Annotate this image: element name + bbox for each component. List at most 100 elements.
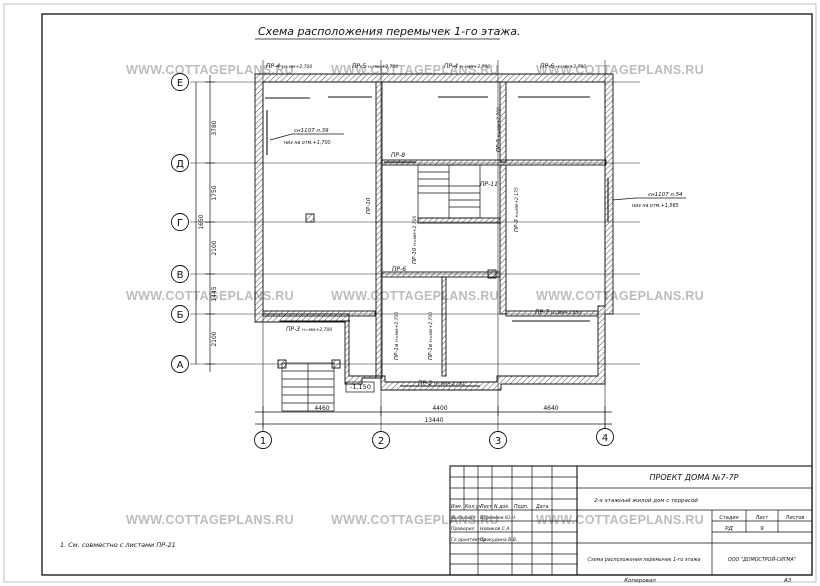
watermark: WWW.COTTAGEPLANS.RU	[536, 63, 704, 77]
left-dimension-chain: 3780 1750 1650 2100 1445 2100	[195, 75, 218, 372]
axis-bubble-B: Б	[171, 305, 189, 323]
axis-bubble-D: Д	[171, 154, 189, 172]
wall	[505, 310, 599, 317]
wall	[417, 217, 501, 224]
lintel-label: ПР-3 н=мм+2,700	[286, 326, 332, 333]
dim-label: 1445	[211, 286, 218, 301]
stamp-header-cell: N док.	[494, 504, 510, 510]
outer-frame	[3, 3, 817, 583]
inner-frame	[41, 13, 813, 576]
lintel-label: ПР-8	[391, 152, 405, 159]
stamp-role: Проверил	[451, 526, 475, 532]
stamp-project: ПРОЕКТ ДОМА №7-7Р	[650, 473, 739, 482]
wall	[381, 159, 607, 166]
porch-steps: -1,150	[277, 359, 375, 412]
svg-text:Е: Е	[177, 78, 183, 89]
bottom-dimension-chain: 4460 4400 4640 13440	[255, 405, 612, 428]
dim-label: 2100	[211, 240, 218, 255]
fixture	[487, 269, 497, 279]
axis-bubble-3: 3	[489, 431, 507, 449]
stamp-name: Прокудина В.В.	[480, 537, 517, 543]
lintel-label: ПР-6	[392, 266, 406, 273]
svg-text:2: 2	[378, 436, 384, 447]
lintel-labels: ПР-4 н=мм+2,700 ПР-5 н=мм+2,700 ПР-4 н=м…	[266, 63, 586, 387]
stamp-company: ООО "ДОМОСТРОЙ-СИГМА"	[728, 556, 796, 563]
dim-label: 4400	[432, 405, 447, 412]
lintel-label: ПР-1а н=мм+2,700	[394, 312, 400, 360]
lintel-label: ПР-2 н=мм+2,700	[418, 380, 464, 387]
stamp-header-cell: Подп.	[514, 504, 529, 510]
wall	[381, 271, 501, 278]
level-mark: -1,150	[350, 383, 371, 391]
axis-bubble-G: Г	[171, 213, 189, 231]
dim-label: 1750	[211, 185, 218, 200]
axis-bubble-2: 2	[372, 431, 390, 449]
watermark: WWW.COTTAGEPLANS.RU	[536, 289, 704, 303]
fixture	[305, 213, 315, 223]
watermark: WWW.COTTAGEPLANS.RU	[331, 513, 499, 527]
watermark: WWW.COTTAGEPLANS.RU	[331, 289, 499, 303]
axis-bubble-1: 1	[254, 431, 272, 449]
staircase	[417, 164, 481, 219]
format-label: А3	[783, 578, 792, 584]
watermark: WWW.COTTAGEPLANS.RU	[331, 63, 499, 77]
title-block: ПРОЕКТ ДОМА №7-7Р 2-х этажный жилой дом …	[449, 465, 813, 576]
svg-text:1: 1	[260, 436, 266, 447]
axis-bubble-A: А	[171, 355, 189, 373]
lintel-label: ПР-6 н=мм+2,700	[540, 63, 586, 70]
lintel-label: ПР-9 н=мм+2,700	[496, 107, 502, 152]
lintel-label: ПР-4 н=мм+2,700	[266, 63, 312, 70]
svg-text:3: 3	[495, 436, 501, 447]
stamp-sheet-header: Лист	[755, 515, 770, 521]
stamp-name: Веремеев Ю.Н.	[480, 515, 516, 521]
stamp-header-cell: Изм.	[451, 504, 462, 510]
stamp-sheet-value: 9	[760, 526, 764, 532]
stamp-role: Выполнил	[451, 515, 476, 521]
lintel-label: ПР-5 н=мм+2,700	[352, 63, 398, 70]
svg-text:В: В	[177, 270, 184, 281]
dim-label: 4640	[543, 405, 558, 412]
svg-text:низ на отм.+1,565: низ на отм.+1,565	[632, 203, 679, 209]
axis-bubble-4: 4	[596, 428, 614, 446]
stamp-name: Новиков С.А.	[480, 526, 511, 532]
dim-label: 3780	[211, 120, 218, 135]
dim-label: 4460	[314, 405, 329, 412]
axis-bubble-V: В	[171, 265, 189, 283]
stamp-sheets-header: Листов	[785, 515, 805, 521]
stamp-role: Гл.архитектор	[451, 537, 486, 543]
watermark: WWW.COTTAGEPLANS.RU	[126, 513, 294, 527]
svg-text:сн1107 л.54: сн1107 л.54	[648, 192, 683, 198]
lintel-label: ПР-4 н=мм+2,700	[444, 63, 490, 70]
stamp-header-cell: Кол.уч	[465, 504, 482, 510]
svg-text:сн1107 л.39: сн1107 л.39	[294, 128, 329, 134]
wall	[499, 164, 507, 315]
dim-label: 1650	[198, 214, 205, 229]
lintel-label: ПР-9 н=мм+2,175	[514, 187, 520, 232]
dim-label: 13440	[424, 417, 443, 424]
wall	[375, 81, 383, 379]
svg-text:Д: Д	[176, 159, 184, 170]
outer-walls	[254, 73, 614, 391]
wall	[441, 276, 447, 377]
dim-label: 2100	[211, 331, 218, 346]
callout-right: сн1107 л.54 низ на отм.+1,565	[611, 192, 686, 209]
svg-text:А: А	[177, 360, 184, 371]
stamp-stage-header: Стадия	[719, 515, 738, 521]
wall	[262, 310, 376, 317]
copied-label: Копировал	[624, 578, 656, 584]
stamp-header-cell: Лист	[479, 504, 492, 510]
svg-text:Б: Б	[177, 310, 184, 321]
lintel-label: ПР-11	[480, 181, 498, 188]
watermarks: WWW.COTTAGEPLANS.RU WWW.COTTAGEPLANS.RU …	[126, 63, 704, 527]
lintel-label: ПР-1в н=мм+2,700	[428, 312, 434, 360]
stamp-sheet-name: Схема расположения перемычек 1-го этажа	[588, 557, 701, 563]
callout-left: сн1107 л.39 низ на отм.+1,700	[269, 128, 344, 146]
lintel-label: ПР-10	[366, 197, 372, 214]
svg-text:Г: Г	[177, 218, 183, 229]
stamp-header-cell: Дата	[535, 504, 548, 510]
general-note: 1. См. совместно с листами ПР-21	[60, 541, 176, 549]
lintel-label: ПР-7 н=мм+2,450	[535, 309, 581, 316]
floor-plan: -1,150	[254, 73, 614, 412]
svg-text:низ на отм.+1,700: низ на отм.+1,700	[284, 140, 331, 146]
